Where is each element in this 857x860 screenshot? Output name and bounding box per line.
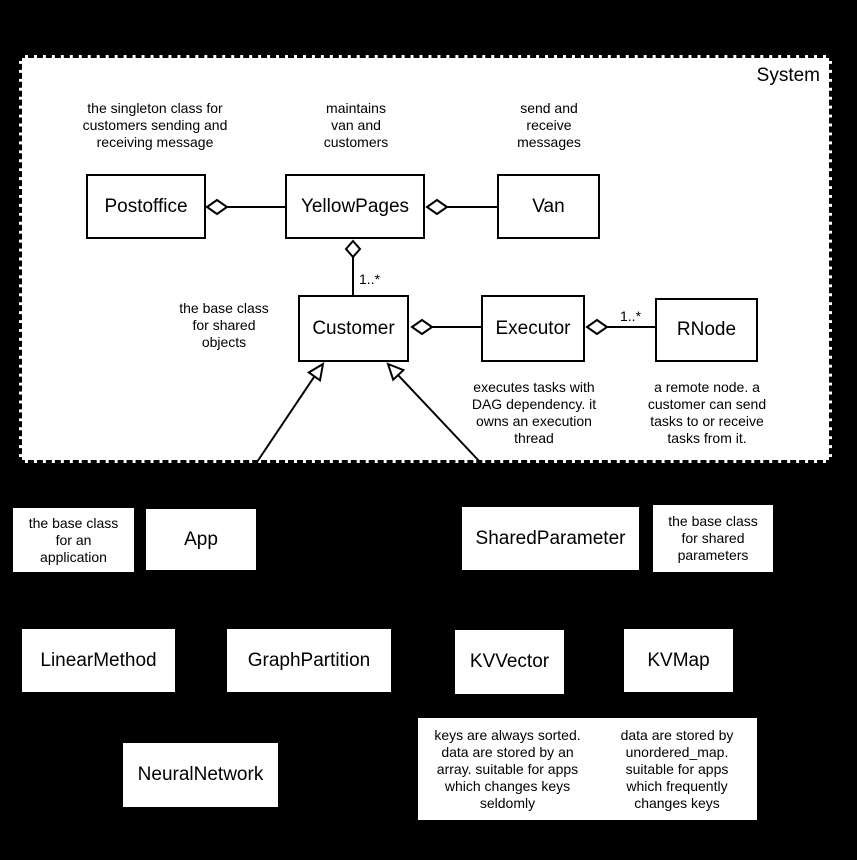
class-box-kvvector: KVVector	[455, 630, 564, 694]
class-label-app: App	[184, 528, 218, 550]
class-label-customer: Customer	[312, 317, 395, 339]
class-label-van: Van	[532, 195, 565, 217]
class-box-neuralnetwork: NeuralNetwork	[123, 743, 278, 807]
multiplicity-executor-rnode: 1..*	[620, 308, 642, 324]
class-label-rnode: RNode	[676, 319, 737, 340]
class-label-executor: Executor	[495, 317, 571, 339]
note-kvmap: data are stored by unordered_map. suitab…	[597, 718, 757, 820]
note-customer: the base class for shared objects	[179, 299, 269, 350]
class-box-kvmap: KVMap	[624, 629, 733, 692]
class-label-graphpartition: GraphPartition	[247, 649, 371, 671]
class-label-postoffice: Postoffice	[104, 195, 188, 217]
class-box-graphpartition: GraphPartition	[227, 629, 391, 692]
system-label: System	[756, 65, 820, 86]
multiplicity-yellowpages-customer: 1..*	[359, 271, 381, 287]
class-box-executor: Executor	[481, 295, 585, 362]
class-box-yellowpages: YellowPages	[285, 174, 425, 239]
note-executor: executes tasks with DAG dependency. it o…	[471, 379, 597, 446]
class-box-linearmethod: LinearMethod	[22, 629, 175, 692]
note-rnode: a remote node. a customer can send tasks…	[647, 379, 767, 446]
class-label-kvvector: KVVector	[469, 651, 550, 672]
class-box-customer: Customer	[298, 295, 409, 362]
class-box-van: Van	[497, 174, 600, 239]
class-box-postoffice: Postoffice	[86, 174, 206, 239]
class-label-yellowpages: YellowPages	[300, 195, 410, 217]
class-label-sharedparameter: SharedParameter	[475, 527, 626, 549]
note-sharedparameter: the base class for shared parameters	[653, 505, 773, 572]
note-yellowpages: maintains van and customers	[323, 99, 389, 150]
class-label-kvmap: KVMap	[647, 649, 710, 671]
note-kvvector: keys are always sorted. data are stored …	[418, 718, 597, 820]
note-van: send and receive messages	[517, 99, 581, 150]
class-label-linearmethod: LinearMethod	[40, 649, 157, 671]
note-app: the base class for an application	[13, 508, 134, 572]
class-box-rnode: RNode	[655, 298, 758, 362]
note-postoffice: the singleton class for customers sendin…	[82, 99, 228, 150]
class-box-sharedparameter: SharedParameter	[462, 507, 639, 570]
class-box-app: App	[146, 509, 256, 570]
class-label-neuralnetwork: NeuralNetwork	[137, 764, 264, 785]
